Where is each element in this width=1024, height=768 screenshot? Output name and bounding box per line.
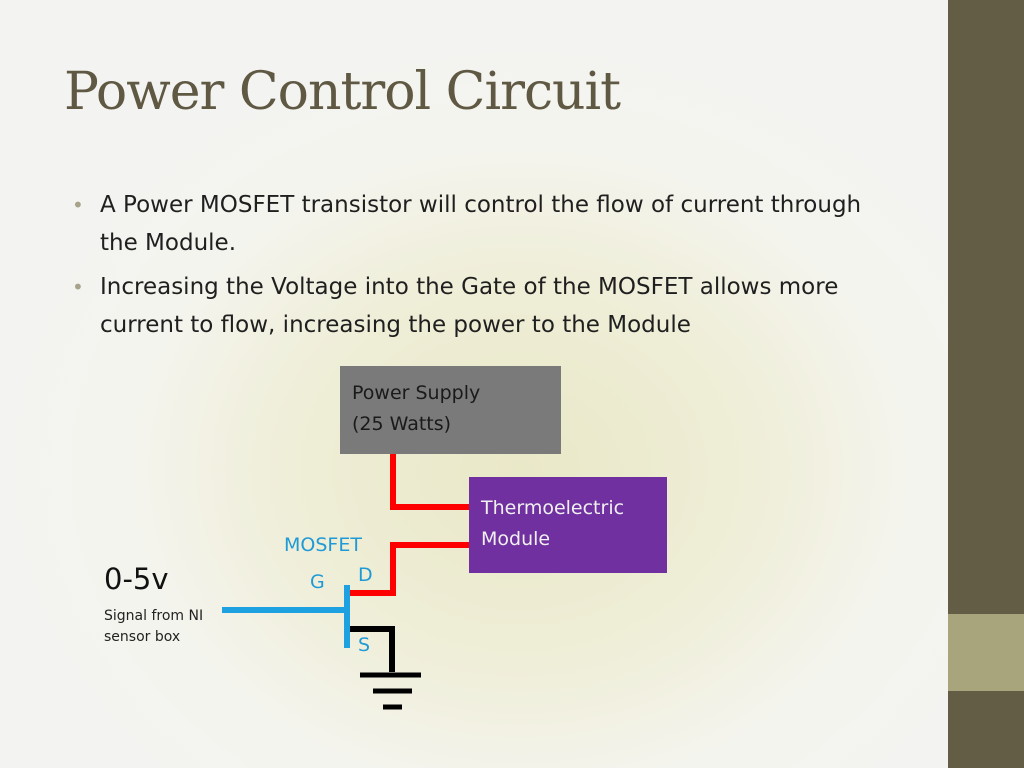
right-sidebar-accent [948, 614, 1024, 691]
module-label-line-1: Thermoelectric [481, 497, 625, 519]
power-supply-rating: (25 Watts) [352, 413, 452, 435]
power-supply-box: Power Supply (25 Watts) [340, 366, 561, 454]
bullet-list: • A Power MOSFET transistor will control… [72, 186, 862, 350]
module-to-drain-wire [350, 542, 469, 596]
bullet-item: • Increasing the Voltage into the Gate o… [72, 268, 862, 344]
source-label: S [358, 634, 371, 656]
power-supply-label: Power Supply [352, 382, 481, 404]
voltage-range-label: 0-5v [104, 562, 169, 596]
gate-label: G [310, 571, 325, 593]
supply-to-module-wire [390, 454, 469, 510]
bullet-text: A Power MOSFET transistor will control t… [100, 192, 862, 256]
thermoelectric-module-box: Thermoelectric Module [469, 477, 667, 573]
bullet-dot-icon: • [72, 275, 84, 299]
bullet-item: • A Power MOSFET transistor will control… [72, 186, 862, 262]
mosfet-label: MOSFET [284, 534, 362, 556]
module-label-line-2: Module [481, 528, 551, 550]
bullet-dot-icon: • [72, 193, 84, 217]
bullet-text: Increasing the Voltage into the Gate of … [100, 274, 839, 338]
slide-title: Power Control Circuit [64, 62, 621, 122]
source-to-ground-wire [350, 626, 395, 672]
signal-source-label: Signal from NI sensor box [104, 608, 204, 645]
drain-label: D [358, 564, 373, 586]
